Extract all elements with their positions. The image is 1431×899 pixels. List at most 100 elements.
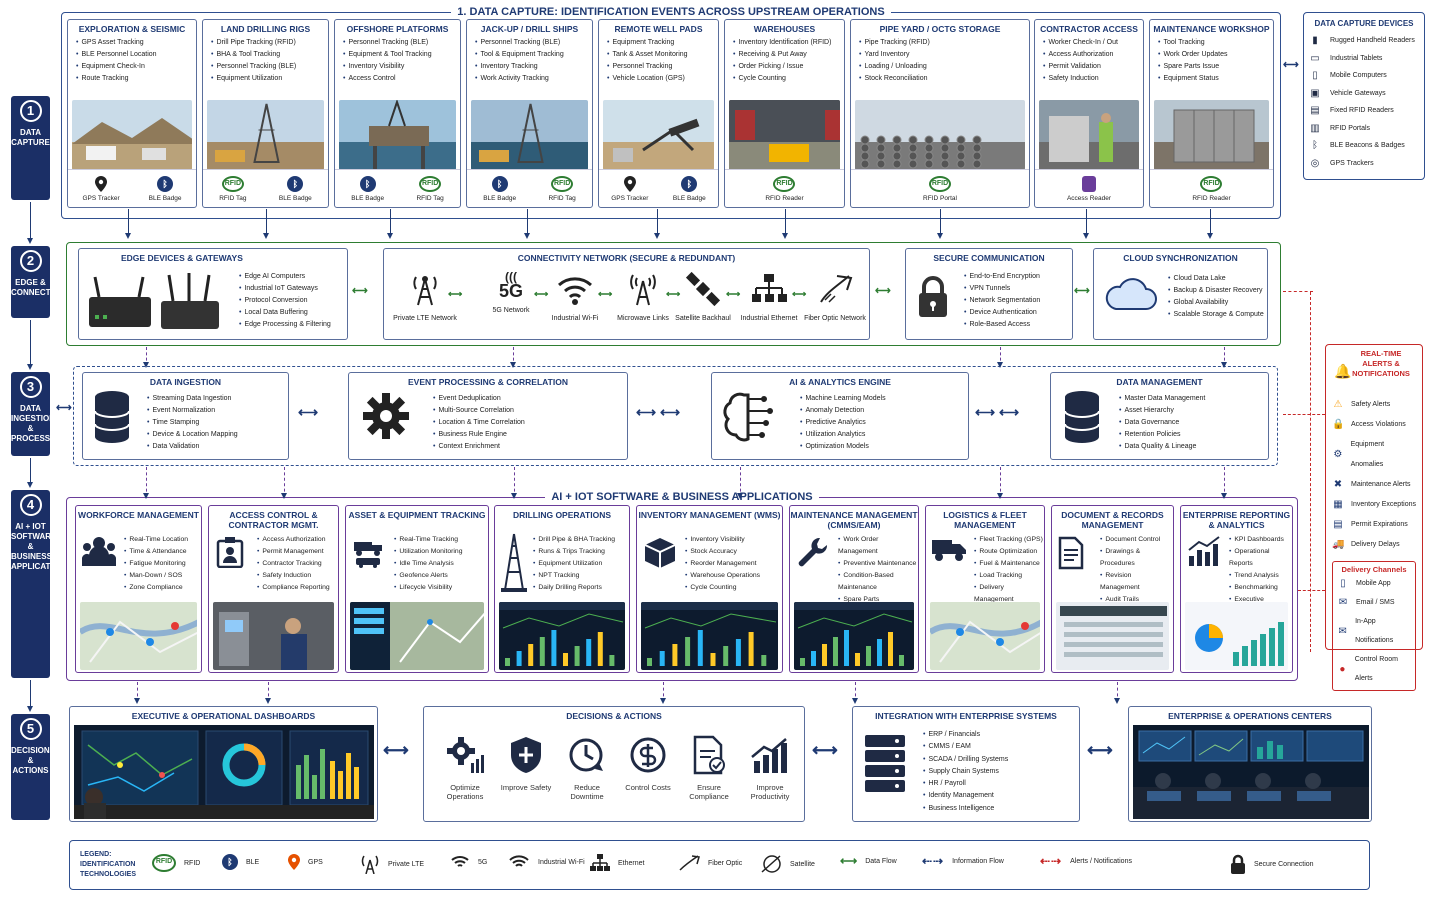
rfid-icon: RFID [1200,175,1223,192]
list-item: Fleet Tracking (GPS) [974,534,1044,546]
flow-arrow [936,209,943,239]
dashboards-card: EXECUTIVE & OPERATIONAL DASHBOARDS [69,706,378,822]
alert-label: Permit Expirations [1351,521,1408,528]
list-item: Personnel Tracking (BLE) [211,61,328,73]
list-item: Predictive Analytics [800,417,886,429]
list-item: Stock Reconciliation [859,73,1029,85]
site-photo [1039,100,1139,170]
capture-card: EXPLORATION & SEISMICGPS Asset TrackingB… [67,19,197,208]
list-item: Operational Reports [1229,546,1292,570]
app-screenshot [80,602,197,670]
handheld-reader-icon: ▮ [1312,35,1318,46]
bluetooth-icon: ᛒ [157,175,174,192]
capture-card-list: Drill Pipe Tracking (RFID)BHA & Tool Tra… [203,37,328,85]
alerts-arrow-icon: ⇠⇢ [1040,854,1063,868]
device-item: ◎GPS Trackers [1308,155,1420,173]
list-item: KPI Dashboards [1229,534,1292,546]
tag-label: BLE Badge [672,194,706,202]
channel-item: ●Control Room Alerts [1337,650,1411,688]
device-item: ▭Industrial Tablets [1308,50,1420,68]
list-item: Real-Time Tracking [394,534,462,546]
channel-label: In-App Notifications [1355,618,1394,644]
list-item: Time Stamping [147,417,238,429]
flow-arrow [653,209,660,239]
list-item: Network Segmentation [964,295,1040,307]
channel-label: Control Room Alerts [1354,656,1398,682]
flow-arrow [509,347,516,368]
flow-arrow [781,209,788,239]
tag-label: GPS Tracker [82,194,120,202]
data-management-list: Master Data ManagementAsset HierarchyDat… [1111,393,1205,453]
alerts-list: ⚠Safety Alerts🔒Access Violations⚙Equipme… [1332,395,1416,555]
private-lte-icon [360,854,380,874]
app-screenshot [350,602,484,670]
list-item: Time & Attendance [124,546,188,558]
capture-title: 1. DATA CAPTURE: IDENTIFICATION EVENTS A… [62,6,1280,18]
list-item: Load Tracking [974,570,1044,582]
list-item: Device Authentication [964,307,1040,319]
database-icon [1064,391,1100,443]
flow-arrow: ⟷ [383,740,409,760]
list-item: Work Order Updates [1158,49,1273,61]
list-item: Cycle Counting [733,73,844,85]
network-item: Microwave Links [610,269,676,322]
list-item: VPN Tunnels [964,283,1040,295]
list-item: Personnel Tracking (BLE) [343,37,460,49]
satellite-icon [670,269,736,309]
legend-title: LEGEND: IDENTIFICATION TECHNOLOGIES [80,851,137,878]
list-item: Role-Based Access [964,319,1040,331]
flow-arrow [1113,682,1120,704]
action-label: Improve Safety [500,783,552,792]
app-card-title: ASSET & EQUIPMENT TRACKING [348,510,486,520]
list-item: Access Control [343,73,460,85]
flow-arrow [133,682,140,704]
flow-arrow [510,467,517,499]
capture-card-title: WAREHOUSES [753,24,816,34]
list-item: Geofence Alerts [394,570,462,582]
list-item: Personnel Tracking (BLE) [475,37,592,49]
alerts-panel: REAL-TIME ALERTS & NOTIFICATIONS 🔔 ⚠Safe… [1325,344,1423,691]
list-item: Worker Check-In / Out [1043,37,1143,49]
list-item: Scalable Storage & Compute [1168,309,1263,321]
bluetooth-icon: ᛒ [681,175,698,192]
list-item: Inventory Visibility [685,534,760,546]
mobile-computer-icon: ▯ [1312,70,1318,81]
list-item: Audit Trails [1100,594,1173,606]
list-item: HR / Payroll [923,778,1008,790]
legend-label: Private LTE [388,860,425,868]
alerts-title: REAL-TIME ALERTS & NOTIFICATIONS [1352,349,1410,378]
flow-arrow [659,682,666,704]
list-item: Yard Inventory [859,49,1029,61]
list-item: Industrial IoT Gateways [239,283,331,295]
inventory-icon: ▦ [1333,499,1343,510]
access-reader-icon [1081,175,1096,192]
legend: LEGEND: IDENTIFICATION TECHNOLOGIES RFID… [69,840,1370,890]
legend-label: Ethernet [618,859,645,867]
app-screenshot [794,602,914,670]
list-item: Trend Analysis [1229,570,1292,582]
list-item: Backup & Disaster Recovery [1168,285,1264,297]
gps-pin-icon [288,854,300,870]
list-item: Drill Pipe Tracking (RFID) [211,37,328,49]
list-item: Spare Parts Issue [1158,61,1273,73]
capture-card: LAND DRILLING RIGSDrill Pipe Tracking (R… [202,19,329,208]
dashboards-title: EXECUTIVE & OPERATIONAL DASHBOARDS [131,711,316,721]
alert-item: ⚙Equipment Anomalies [1332,435,1416,475]
secure-card: SECURE COMMUNICATION End-to-End Encrypti… [905,248,1073,340]
legend-item: Fiber Optic [678,854,742,872]
integration-title: INTEGRATION WITH ENTERPRISE SYSTEMS [875,711,1057,721]
inventory-box-icon [643,536,677,575]
tag-label: RFID Tag [548,194,576,202]
app-card-title: DOCUMENT & RECORDS MANAGEMENT [1061,510,1164,530]
flow-arrow: ⟷ ⟷ [975,404,1020,420]
network-item: Industrial Ethernet [736,269,802,322]
device-item: ▯Mobile Computers [1308,67,1420,85]
site-photo [603,100,714,170]
flow-arrow: ⟷ [534,289,549,300]
rfid-icon: RFID [773,175,796,192]
list-item: SCADA / Drilling Systems [923,754,1008,766]
